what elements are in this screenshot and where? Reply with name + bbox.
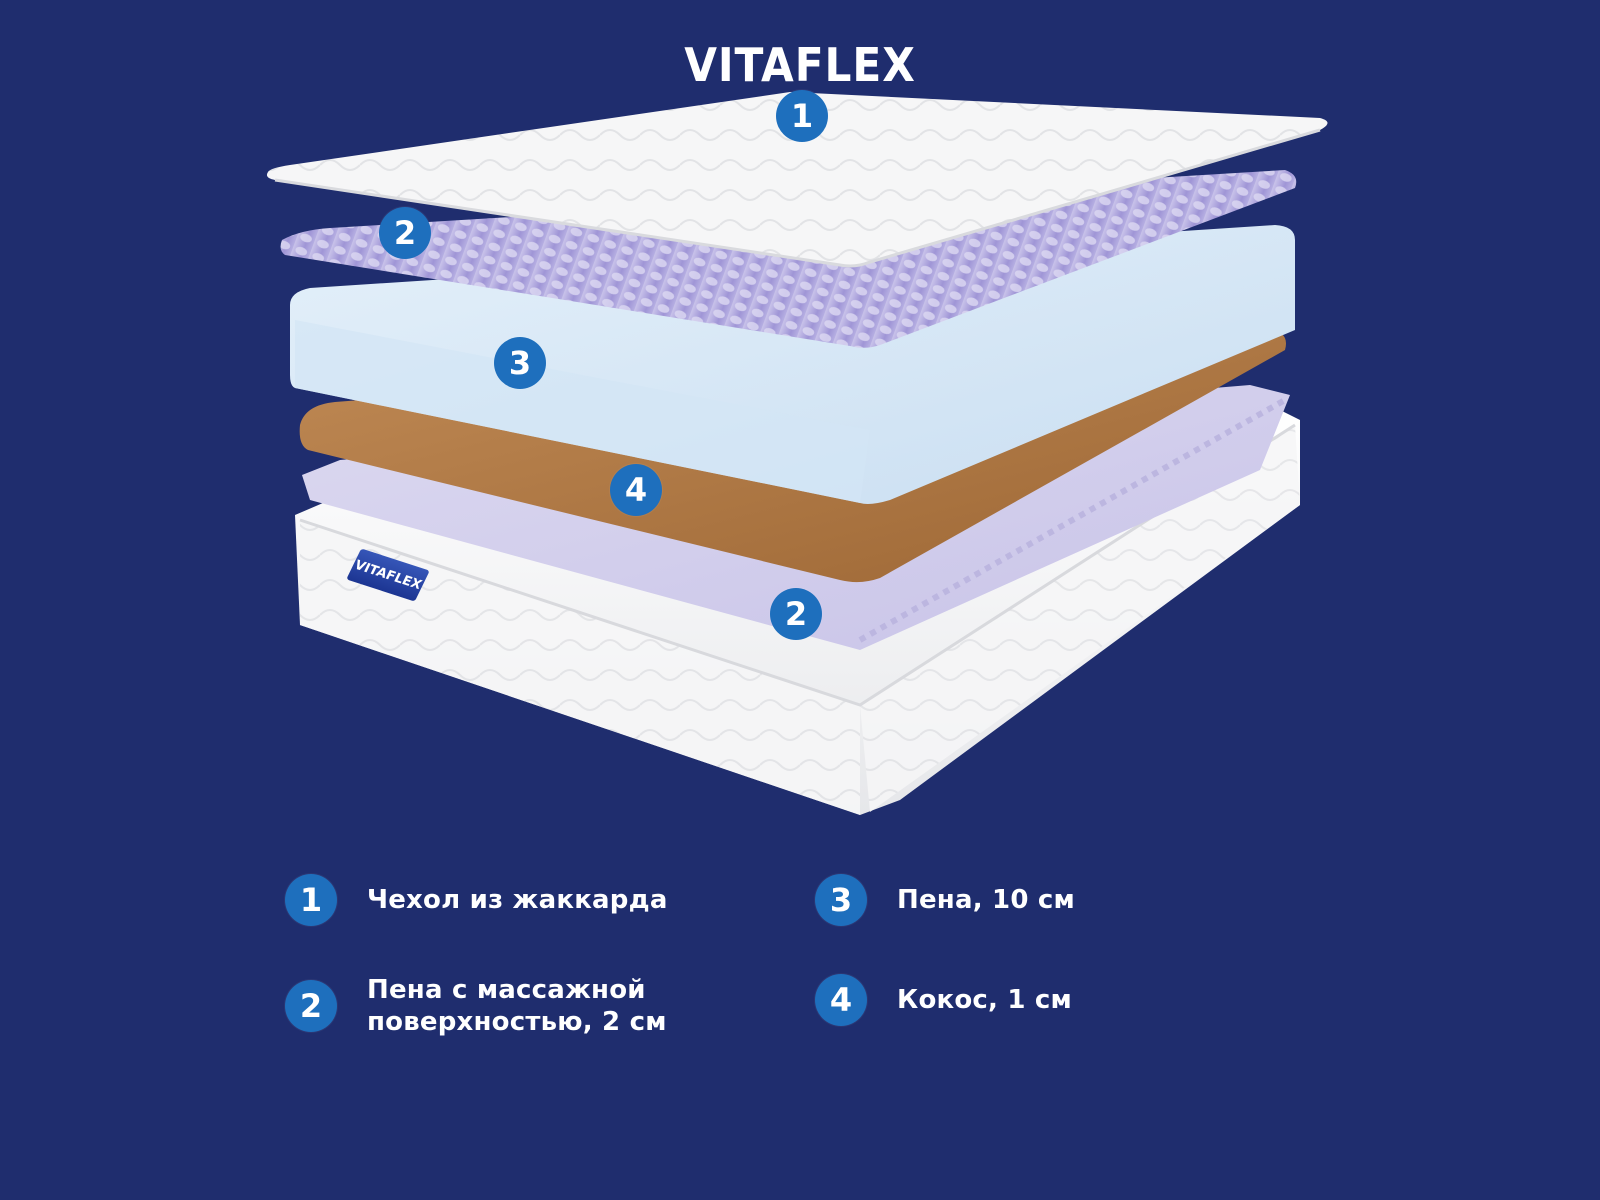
legend-label: Чехол из жаккарда — [367, 885, 668, 915]
legend-item-2: 2 Пена с массажной поверхностью, 2 см — [285, 974, 667, 1038]
legend-label: Пена, 10 см — [897, 885, 1075, 915]
marker-2-massage-foam-top: 2 — [379, 207, 431, 259]
legend-badge: 4 — [815, 974, 867, 1026]
legend-badge: 2 — [285, 980, 337, 1032]
legend-item-4: 4 Кокос, 1 см — [815, 974, 1072, 1026]
legend-label-line-1: Пена с массажной — [367, 975, 646, 1005]
legend-label: Кокос, 1 см — [897, 985, 1072, 1015]
brand-logo: VITAFLEX — [684, 38, 916, 92]
legend-badge: 3 — [815, 874, 867, 926]
marker-2-massage-foam-bottom: 2 — [770, 588, 822, 640]
jacquard-cover-layer — [266, 92, 1328, 268]
marker-1-cover: 1 — [776, 90, 828, 142]
legend-item-1: 1 Чехол из жаккарда — [285, 874, 668, 926]
legend-label: Пена с массажной поверхностью, 2 см — [367, 974, 667, 1038]
legend-label-line-2: поверхностью, 2 см — [367, 1007, 667, 1037]
top-massage-foam-layer — [280, 170, 1297, 348]
marker-4-coconut: 4 — [610, 464, 662, 516]
legend-badge: 1 — [285, 874, 337, 926]
legend-item-3: 3 Пена, 10 см — [815, 874, 1075, 926]
marker-3-foam: 3 — [494, 337, 546, 389]
